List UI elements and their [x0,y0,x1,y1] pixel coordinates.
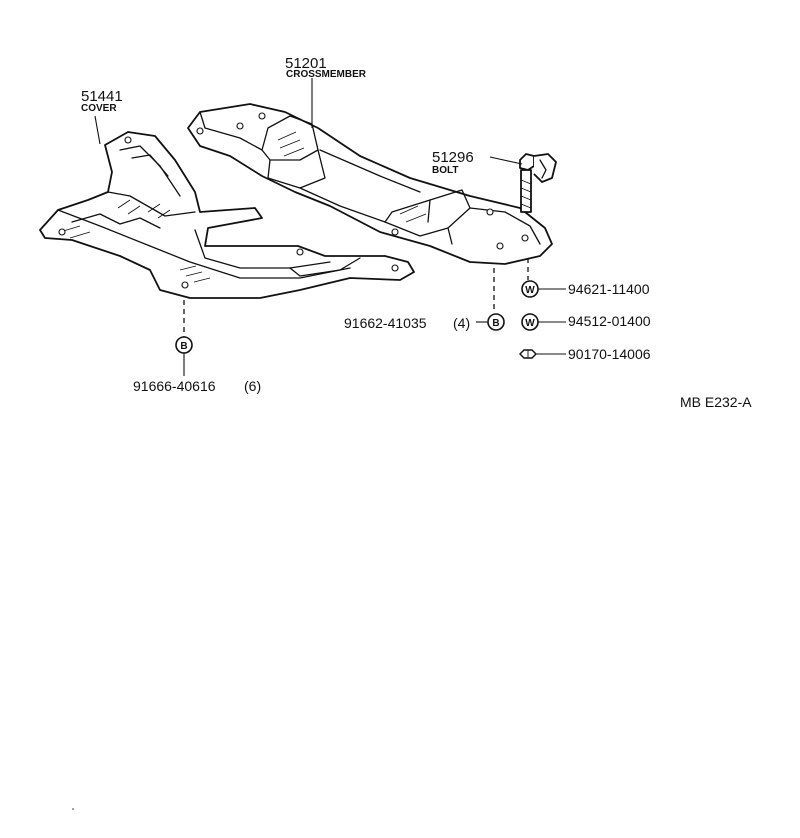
cover-name: COVER [81,103,117,114]
cover-bolt-icon: B [175,336,193,354]
washer-1-icon: W [521,280,539,298]
nut-icon [519,349,537,359]
bolt-drawing [519,153,557,213]
svg-text:W: W [525,318,535,329]
washer-1-code: 94621-11400 [568,281,650,297]
bolt-name: BOLT [432,165,458,176]
cover-bolt-qty: (6) [244,378,261,394]
bolt-number: 51296 [432,149,474,166]
crossmember-bolt-qty: (4) [453,315,470,331]
crossmember-drawing [187,103,553,265]
cover-number: 51441 [81,88,123,105]
cover-drawing [39,131,415,299]
crossmember-bolt-code: 91662-41035 [344,315,427,331]
nut-code: 90170-14006 [568,346,651,362]
svg-text:W: W [525,285,535,296]
washer-2-code: 94512-01400 [568,313,651,329]
cover-bolt-code: 91666-40616 [133,378,216,394]
bolt-leader [489,156,523,165]
diagram-code: MB E232-A [680,394,752,410]
crossmember-bolt-icon: B [487,313,505,331]
cover-leader [94,115,101,145]
washer-2-icon: W [521,313,539,331]
stray-dot [72,808,74,810]
crossmember-number: 51201 [285,55,327,72]
svg-text:B: B [492,318,499,329]
svg-text:B: B [180,341,187,352]
crossmember-name: CROSSMEMBER [286,69,367,80]
